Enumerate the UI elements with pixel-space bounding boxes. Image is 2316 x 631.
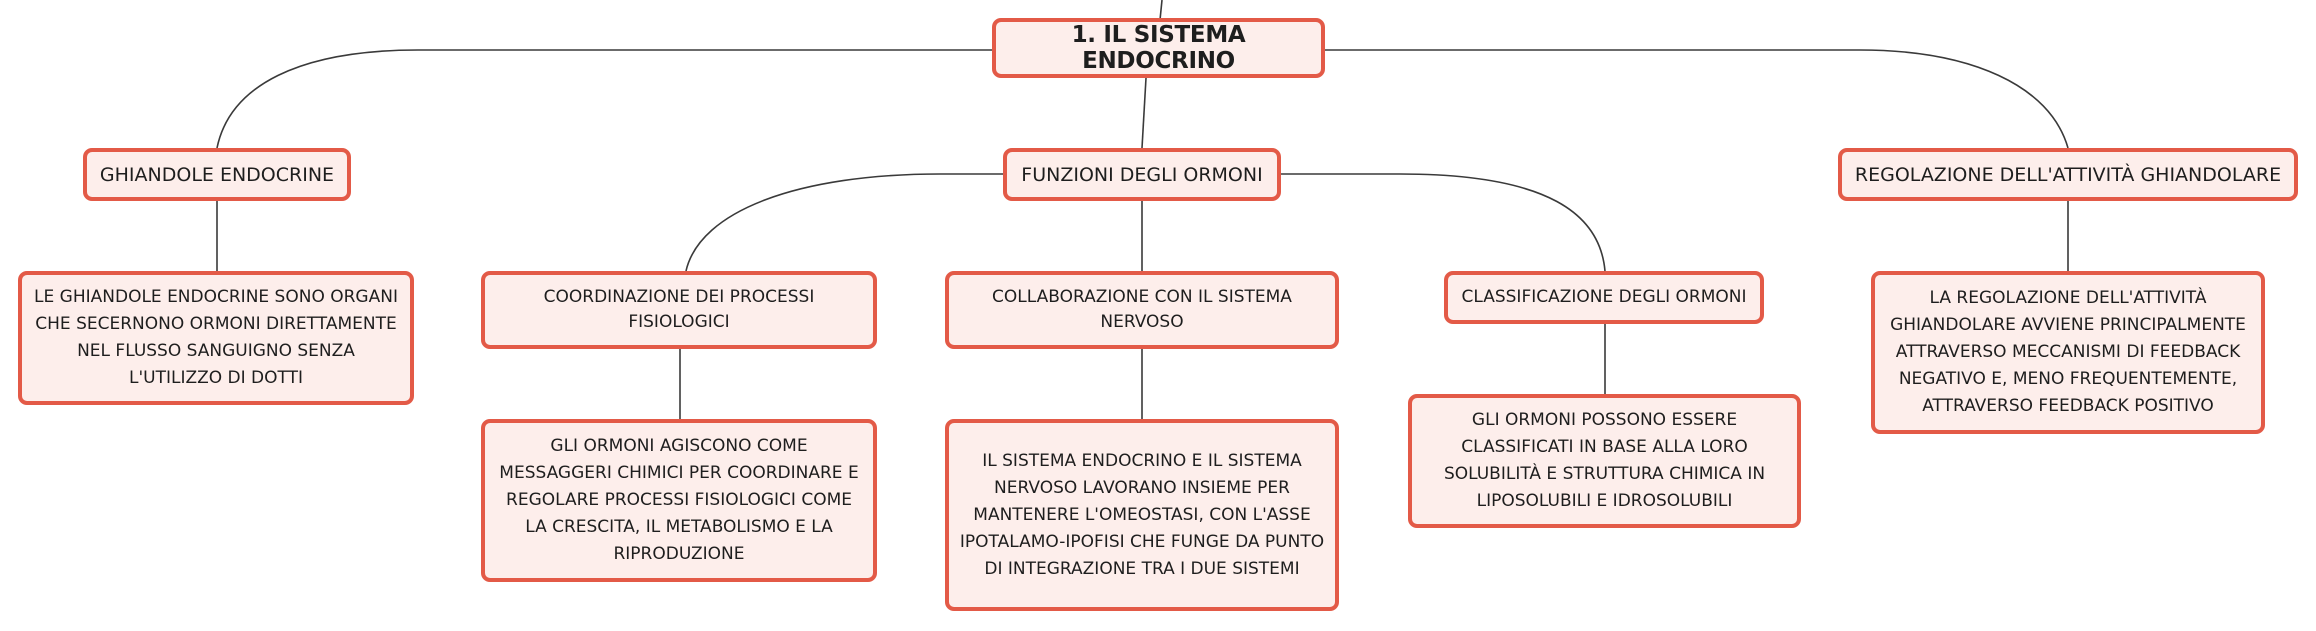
topic-regolazione-attivita-label: REGOLAZIONE DELL'ATTIVITÀ GHIANDOLARE [1854,163,2282,186]
detail-classificazione-text: GLI ORMONI POSSONO ESSERE CLASSIFICATI I… [1443,410,1766,511]
topic-coordinazione-label: COORDINAZIONE DEI PROCESSI FISIOLOGICI [543,287,815,332]
connector-funzioni-classificazione [1278,173,1606,272]
connector-root-funzioni [1141,77,1147,149]
topic-ghiandole-endocrine[interactable]: GHIANDOLE ENDOCRINE [83,148,351,201]
root-topic-label: 1. IL SISTEMA ENDOCRINO [1071,22,1246,74]
detail-coordinazione-text: GLI ORMONI AGISCONO COME MESSAGGERI CHIM… [499,436,859,564]
topic-classificazione[interactable]: CLASSIFICAZIONE DEGLI ORMONI [1444,271,1764,324]
detail-coordinazione[interactable]: GLI ORMONI AGISCONO COME MESSAGGERI CHIM… [481,419,877,582]
detail-ghiandole-endocrine[interactable]: LE GHIANDOLE ENDOCRINE SONO ORGANI CHE S… [18,271,414,405]
topic-classificazione-label: CLASSIFICAZIONE DEGLI ORMONI [1461,287,1747,307]
topic-funzioni-ormoni-label: FUNZIONI DEGLI ORMONI [1021,163,1263,186]
topic-collaborazione[interactable]: COLLABORAZIONE CON IL SISTEMA NERVOSO [945,271,1339,349]
connector-funzioni-coordinazione [685,173,1006,272]
detail-regolazione[interactable]: LA REGOLAZIONE DELL'ATTIVITÀ GHIANDOLARE… [1871,271,2265,434]
detail-ghiandole-endocrine-text: LE GHIANDOLE ENDOCRINE SONO ORGANI CHE S… [34,287,398,388]
topic-coordinazione[interactable]: COORDINAZIONE DEI PROCESSI FISIOLOGICI [481,271,877,349]
connector-root-ghiandole [216,49,995,149]
topic-funzioni-ormoni[interactable]: FUNZIONI DEGLI ORMONI [1003,148,1281,201]
topic-collaborazione-label: COLLABORAZIONE CON IL SISTEMA NERVOSO [992,287,1292,332]
detail-regolazione-text: LA REGOLAZIONE DELL'ATTIVITÀ GHIANDOLARE… [1890,288,2246,416]
connector-root-parent [1159,0,1163,21]
detail-collaborazione[interactable]: IL SISTEMA ENDOCRINO E IL SISTEMA NERVOS… [945,419,1339,611]
detail-collaborazione-text: IL SISTEMA ENDOCRINO E IL SISTEMA NERVOS… [959,450,1325,579]
root-topic[interactable]: 1. IL SISTEMA ENDOCRINO [992,18,1325,78]
topic-regolazione-attivita[interactable]: REGOLAZIONE DELL'ATTIVITÀ GHIANDOLARE [1838,148,2298,201]
detail-classificazione[interactable]: GLI ORMONI POSSONO ESSERE CLASSIFICATI I… [1408,394,1801,528]
connector-root-regolazione [1322,49,2069,149]
topic-ghiandole-endocrine-label: GHIANDOLE ENDOCRINE [99,163,335,186]
